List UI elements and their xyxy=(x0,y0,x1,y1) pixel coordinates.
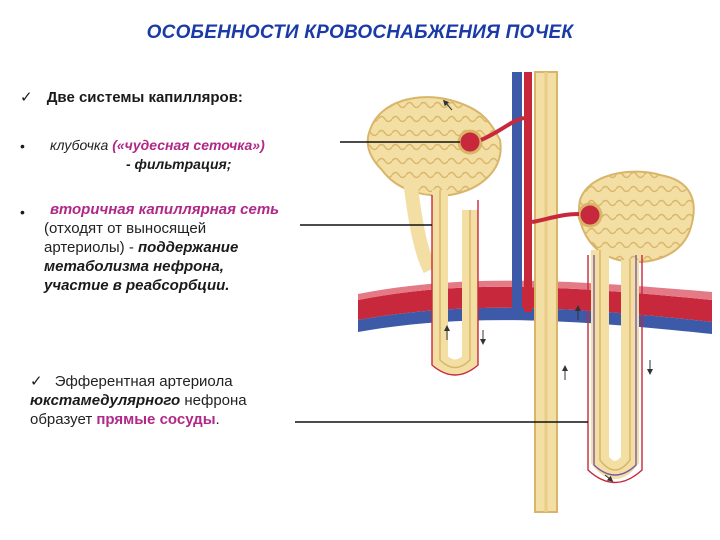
secondary-network-line5: участие в реабсорбции. xyxy=(44,277,230,294)
juxtamedullary-term: юкстамедулярного xyxy=(30,392,181,409)
juxtamedullary-nephron xyxy=(578,170,695,479)
glomerulus-item: клубочка («чудесная сеточка») - фильтрац… xyxy=(50,136,265,174)
vasa-recta xyxy=(431,195,643,484)
cortical-nephron xyxy=(366,96,502,376)
vasa-recta-term: прямые сосуды xyxy=(96,411,216,428)
checkmark-icon: ✓ xyxy=(30,372,43,390)
flow-arrows xyxy=(443,99,653,482)
filtration-text: - фильтрация; xyxy=(126,156,232,172)
efferent-line3c: . xyxy=(215,411,220,428)
efferent-line1: Эфферентная артериола xyxy=(54,373,233,390)
pointer-lines xyxy=(295,141,588,423)
collecting-duct xyxy=(534,71,558,513)
slide-title: ОСОБЕННОСТИ КРОВОСНАБЖЕНИЯ ПОЧЕК xyxy=(146,22,574,43)
secondary-network-item: вторичная капиллярная сеть (отходят от в… xyxy=(44,200,279,295)
secondary-network-line3a: артериолы) - xyxy=(44,239,138,256)
interlobular-vessels xyxy=(512,72,532,312)
secondary-network-term: вторичная капиллярная сеть xyxy=(50,201,280,218)
efferent-line3a: образует xyxy=(30,411,97,428)
glomerulus-term: клубочка xyxy=(50,137,109,153)
bullet-icon: • xyxy=(20,138,25,154)
glomerulus-juxtamedullary xyxy=(531,202,603,228)
heading-item: ✓ Две системы капилляров: xyxy=(20,88,243,107)
heading-text: Две системы капилляров: xyxy=(46,89,243,106)
secondary-network-line2: (отходят от выносящей xyxy=(44,220,207,237)
secondary-network-line3b: поддержание xyxy=(138,239,239,256)
checkmark-icon: ✓ xyxy=(20,88,33,106)
bullet-icon: • xyxy=(20,204,25,220)
efferent-line2b: нефрона xyxy=(180,392,247,409)
efferent-arteriole-item: ✓ Эфферентная артериола юкстамедулярного… xyxy=(30,372,247,429)
wonderful-net-term: («чудесная сеточка») xyxy=(108,137,265,153)
secondary-network-line4: метаболизма нефрона, xyxy=(44,258,224,275)
